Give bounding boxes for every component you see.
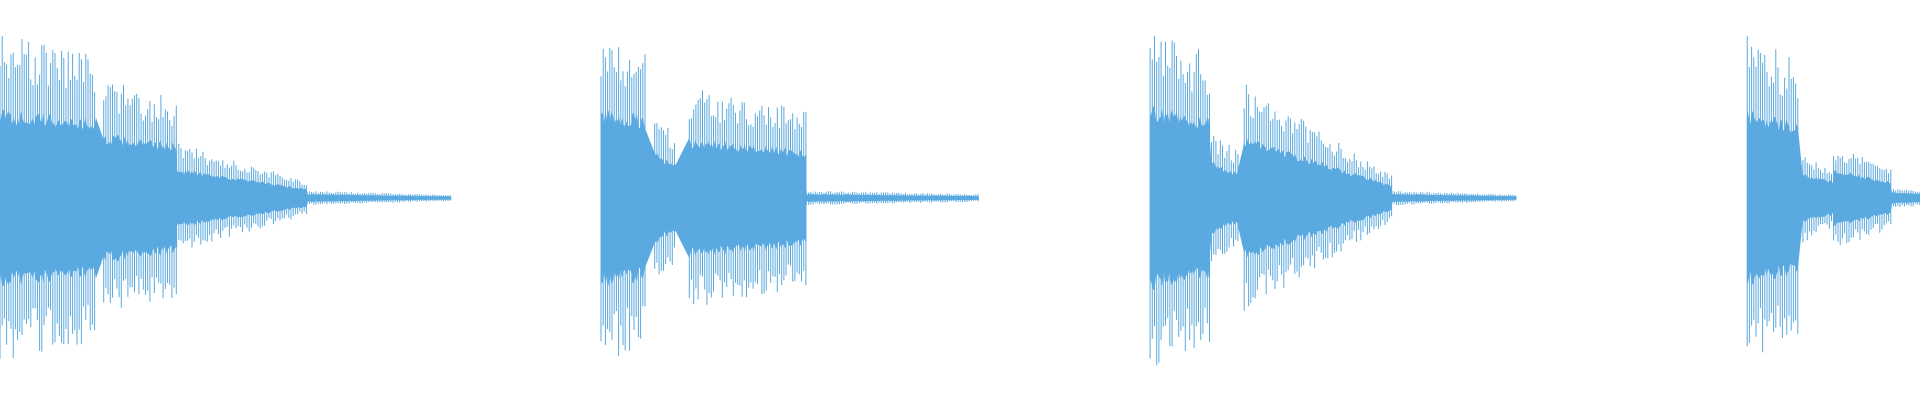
waveform-body: [0, 109, 452, 287]
waveform-clip-4: [1746, 36, 1920, 353]
waveform-peaks: [1746, 36, 1920, 353]
waveform-peaks: [1149, 35, 1516, 366]
waveform-clip-1: [0, 36, 452, 359]
waveform-clip-3: [1149, 35, 1517, 366]
waveform-clip-2: [600, 47, 979, 356]
waveform-peaks: [600, 47, 979, 356]
waveform-body: [601, 108, 979, 288]
waveform-peaks: [0, 36, 451, 359]
waveform-body: [1150, 105, 1517, 291]
